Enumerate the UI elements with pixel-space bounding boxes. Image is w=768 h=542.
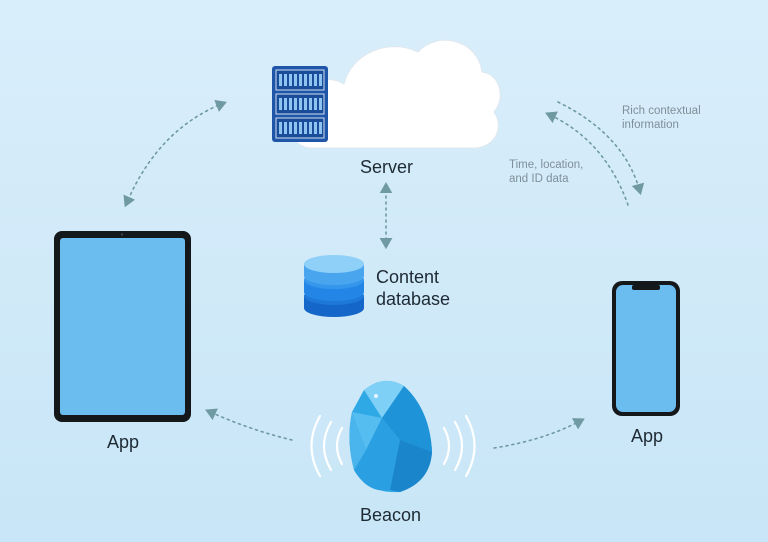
time-location-line2: and ID data (509, 173, 569, 185)
beacon-label: Beacon (360, 505, 422, 525)
arrow-server-phone (557, 101, 645, 196)
phone-app-label: App (631, 426, 664, 446)
content-database-label-line1: Content (376, 267, 440, 287)
server-label: Server (360, 157, 414, 177)
arrow-beacon-tablet (205, 408, 293, 441)
tablet-app-label: App (107, 432, 140, 452)
rich-contextual-annotation: Rich contextual information (622, 104, 701, 132)
rich-contextual-line2: information (622, 119, 679, 131)
content-database-label: Content database (376, 266, 450, 310)
time-location-annotation: Time, location, and ID data (509, 158, 583, 186)
rich-contextual-line1: Rich contextual (622, 105, 701, 117)
arrow-beacon-phone (493, 418, 585, 449)
content-database-label-line2: database (376, 289, 451, 309)
arrow-tablet-server (123, 99, 227, 208)
time-location-line1: Time, location, (509, 159, 584, 171)
